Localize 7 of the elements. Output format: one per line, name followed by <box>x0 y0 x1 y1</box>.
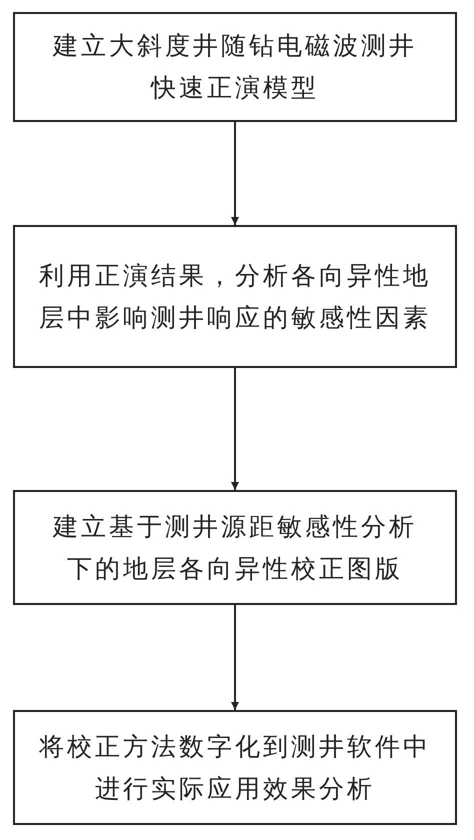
process-box: 建立基于测井源距敏感性分析下的地层各向异性校正图版 <box>13 490 457 605</box>
process-box: 将校正方法数字化到测井软件中进行实际应用效果分析 <box>13 710 457 825</box>
arrow <box>231 605 239 710</box>
arrow <box>231 122 239 225</box>
process-box: 建立大斜度井随钻电磁波测井快速正演模型 <box>13 12 457 122</box>
process-box: 利用正演结果，分析各向异性地层中影响测井响应的敏感性因素 <box>13 225 457 368</box>
arrow <box>231 368 239 490</box>
